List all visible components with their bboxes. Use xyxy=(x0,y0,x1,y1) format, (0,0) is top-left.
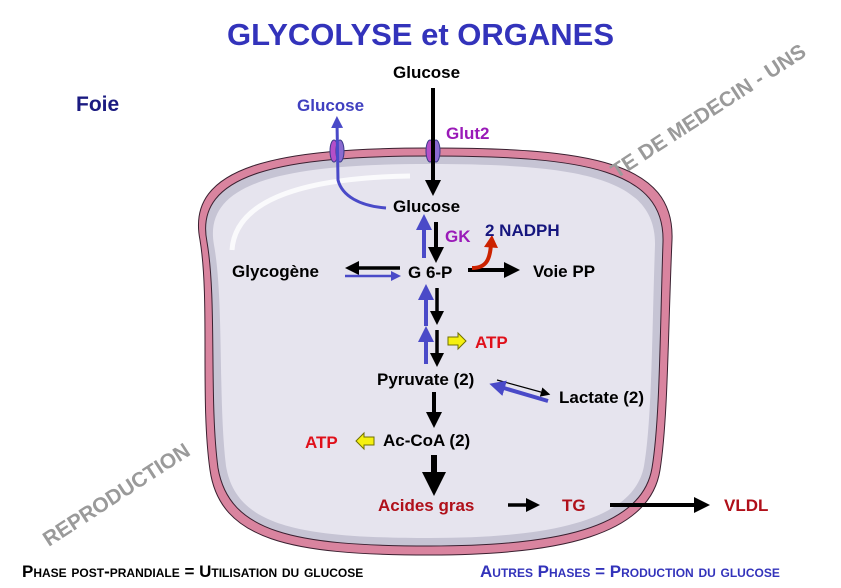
cytoplasm-highlight xyxy=(229,173,411,251)
arrow-lactate-to-pyruvate xyxy=(489,380,549,403)
label-vldl: VLDL xyxy=(724,496,769,515)
label-lactate: Lactate (2) xyxy=(559,388,645,407)
label-pyruvate: Pyruvate (2) xyxy=(377,370,475,389)
label-nadph: 2 NADPH xyxy=(485,221,560,240)
label-glut2: Glut2 xyxy=(446,124,490,143)
organ-label: Foie xyxy=(76,93,120,116)
hepatocyte-cell xyxy=(198,147,673,556)
atp-yield-arrow-acetylcoa xyxy=(355,431,375,451)
label-triglycerides: TG xyxy=(562,496,586,515)
label-glucose-external: Glucose xyxy=(393,63,461,82)
arrow-nadph xyxy=(471,243,493,270)
label-acetyl-coa: Ac-CoA (2) xyxy=(383,431,471,450)
page-title: GLYCOLYSE et ORGANES xyxy=(226,17,615,52)
label-glucose-exported: Glucose xyxy=(297,96,365,115)
footer-production-phase: Autres Phases = Production du glucose xyxy=(480,562,780,581)
atp-yield-arrow-glycolysis xyxy=(447,331,467,351)
label-glycogen: Glycogène xyxy=(232,262,319,281)
label-atp-glycolysis: ATP xyxy=(475,333,508,352)
label-pentose-pathway: Voie PP xyxy=(533,262,596,281)
label-atp-acetylcoa: ATP xyxy=(305,433,338,452)
arrow-glucose-export xyxy=(331,116,387,210)
cytoplasm xyxy=(212,164,656,538)
nadph-arrowhead xyxy=(484,235,498,248)
label-g6p: G 6-P xyxy=(408,263,453,282)
label-enzyme-gk: GK xyxy=(445,227,471,246)
label-glucose-internal: Glucose xyxy=(393,197,461,216)
footer-utilisation-phase: Phase post-prandiale = Utilisation du gl… xyxy=(22,562,364,581)
label-fatty-acids: Acides gras xyxy=(378,496,475,515)
